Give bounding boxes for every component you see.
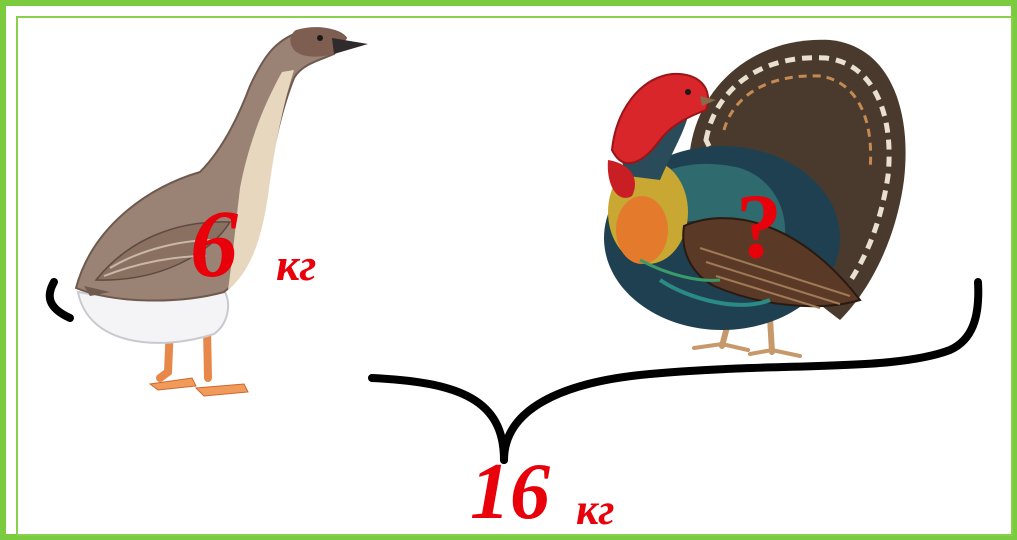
goose-weight-value: 6 xyxy=(190,196,238,292)
left-brace-hook xyxy=(50,282,70,318)
total-weight-unit: кг xyxy=(576,488,615,532)
goose-weight-unit: кг xyxy=(276,242,316,288)
total-weight-value: 16 xyxy=(470,452,550,532)
turkey-weight-unknown: ? xyxy=(736,180,782,272)
